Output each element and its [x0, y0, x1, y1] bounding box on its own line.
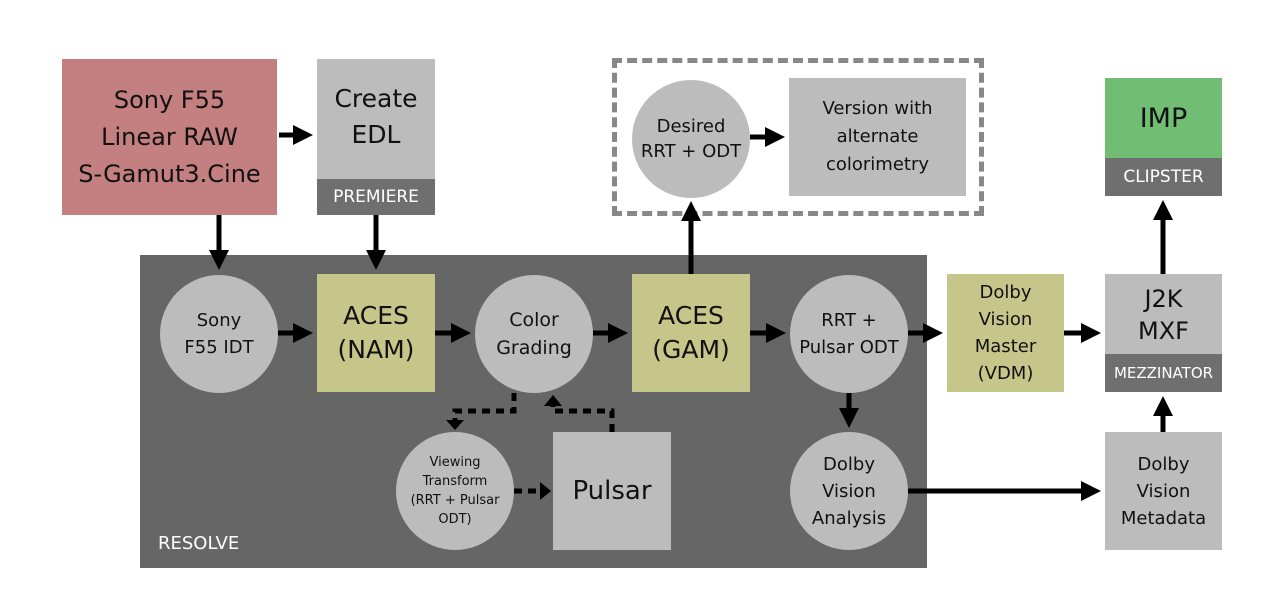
dolby-master-box: [947, 274, 1064, 392]
alt-version-label: Version with alternate colorimetry: [822, 98, 933, 175]
sony-idt-circle: [160, 275, 278, 393]
aces-nam-label: ACES (NAM): [337, 301, 415, 364]
alt-version-box: [789, 78, 966, 196]
sony-raw-label: Sony F55 Linear RAW S-Gamut3.Cine: [78, 85, 261, 188]
j2k-mxf-label: J2K MXF: [1138, 285, 1189, 345]
pulsar-label: Pulsar: [572, 476, 652, 506]
dolby-master-label: Dolby Vision Master (VDM): [974, 282, 1037, 384]
j2k-mxf-box: [1105, 274, 1222, 354]
clipster-tag: CLIPSTER: [1123, 167, 1204, 187]
resolve-label: RESOLVE: [158, 532, 240, 554]
dolby-metadata-label: Dolby Vision Metadata: [1120, 453, 1207, 529]
rrt-pulsar-label: RRT + Pulsar ODT: [799, 310, 899, 358]
imp-box: [1105, 78, 1222, 158]
create-edl-box: [317, 59, 435, 179]
desired-odt-label: Desired RRT + ODT: [640, 116, 742, 162]
pulsar-box: [553, 432, 671, 550]
dashed-grading-to-viewing: [452, 393, 517, 420]
clipster-tag-box: [1105, 158, 1222, 196]
mezzinator-tag-box: [1105, 354, 1222, 392]
viewing-transform-label: Viewing Transform (RRT + Pulsar ODT): [410, 455, 500, 527]
rrt-pulsar-circle: [790, 275, 908, 393]
create-edl-label: Create EDL: [334, 84, 418, 149]
dolby-analysis-label: Dolby Vision Analysis: [811, 453, 887, 529]
alternate-version-group: [612, 58, 984, 216]
dolby-analysis-circle: [790, 432, 908, 550]
sony-idt-label: Sony F55 IDT: [184, 310, 254, 358]
aces-nam-box: [317, 274, 435, 392]
aces-gam-box: [632, 274, 750, 392]
premiere-tag: PREMIERE: [333, 187, 419, 207]
dashed-pulsar-to-grading: [550, 405, 615, 432]
viewing-transform-circle: [396, 432, 514, 550]
mezzinator-tag: MEZZINATOR: [1113, 364, 1214, 382]
aces-gam-label: ACES (GAM): [652, 301, 730, 364]
premiere-tag-box: [317, 179, 435, 215]
dolby-metadata-box: [1105, 432, 1222, 550]
desired-odt-circle: [632, 80, 750, 198]
sony-raw-box: [62, 59, 277, 215]
color-grading-label: Color Grading: [496, 309, 572, 359]
color-grading-circle: [475, 275, 593, 393]
imp-label: IMP: [1139, 102, 1188, 134]
